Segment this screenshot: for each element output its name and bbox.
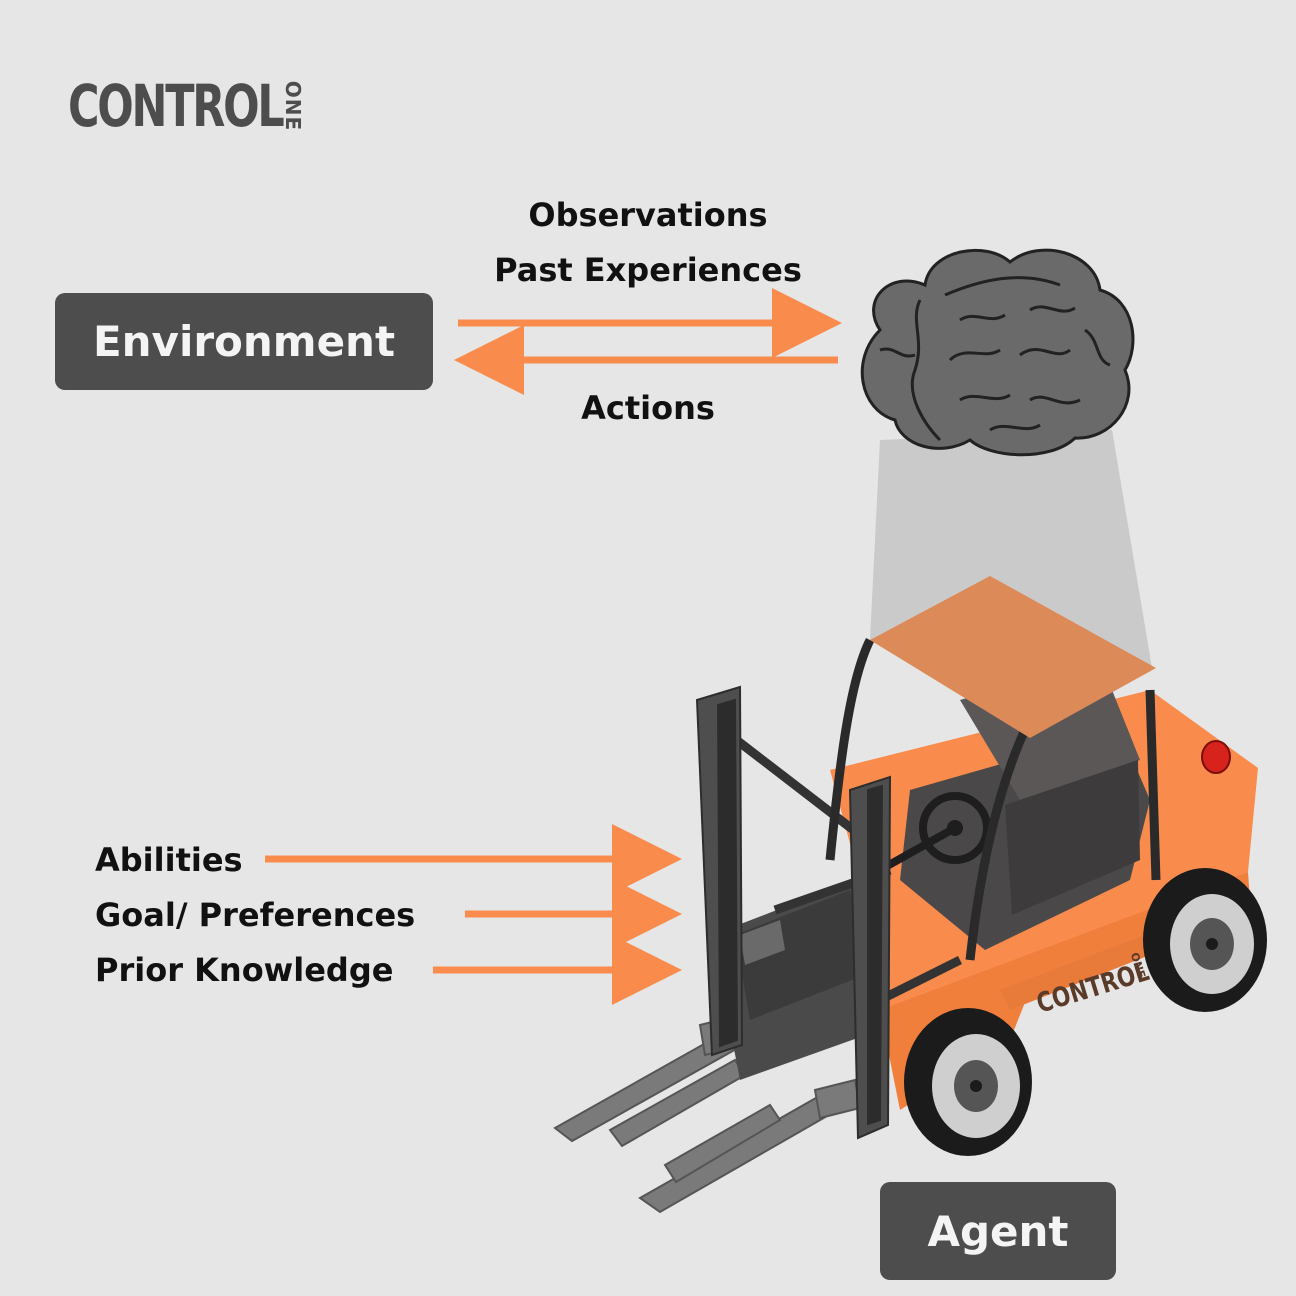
steering-wheel-icon bbox=[919, 792, 991, 864]
brain-icon bbox=[860, 248, 1135, 457]
abilities-label: Abilities bbox=[95, 841, 243, 879]
observations-label: Observations bbox=[528, 196, 768, 234]
forklift-mast bbox=[695, 685, 892, 1140]
brand-logo: CONTROL ONE bbox=[68, 72, 318, 140]
forklift-rear-wheel-icon bbox=[1143, 868, 1267, 1012]
forklift-canopy bbox=[825, 576, 1161, 961]
beacon-light-icon bbox=[1201, 740, 1231, 774]
agent-box: Agent bbox=[880, 1182, 1116, 1280]
goal-preferences-label: Goal/ Preferences bbox=[95, 896, 416, 934]
forklift-forks bbox=[553, 1013, 862, 1214]
agent-label: Agent bbox=[927, 1206, 1069, 1256]
past-experiences-label: Past Experiences bbox=[494, 251, 802, 289]
prior-knowledge-label: Prior Knowledge bbox=[95, 951, 394, 989]
forklift-front-wheel-icon bbox=[904, 1008, 1032, 1156]
forklift-carriage bbox=[712, 878, 880, 1080]
environment-box: Environment bbox=[55, 293, 433, 390]
actions-label: Actions bbox=[581, 389, 715, 427]
environment-label: Environment bbox=[92, 317, 396, 366]
